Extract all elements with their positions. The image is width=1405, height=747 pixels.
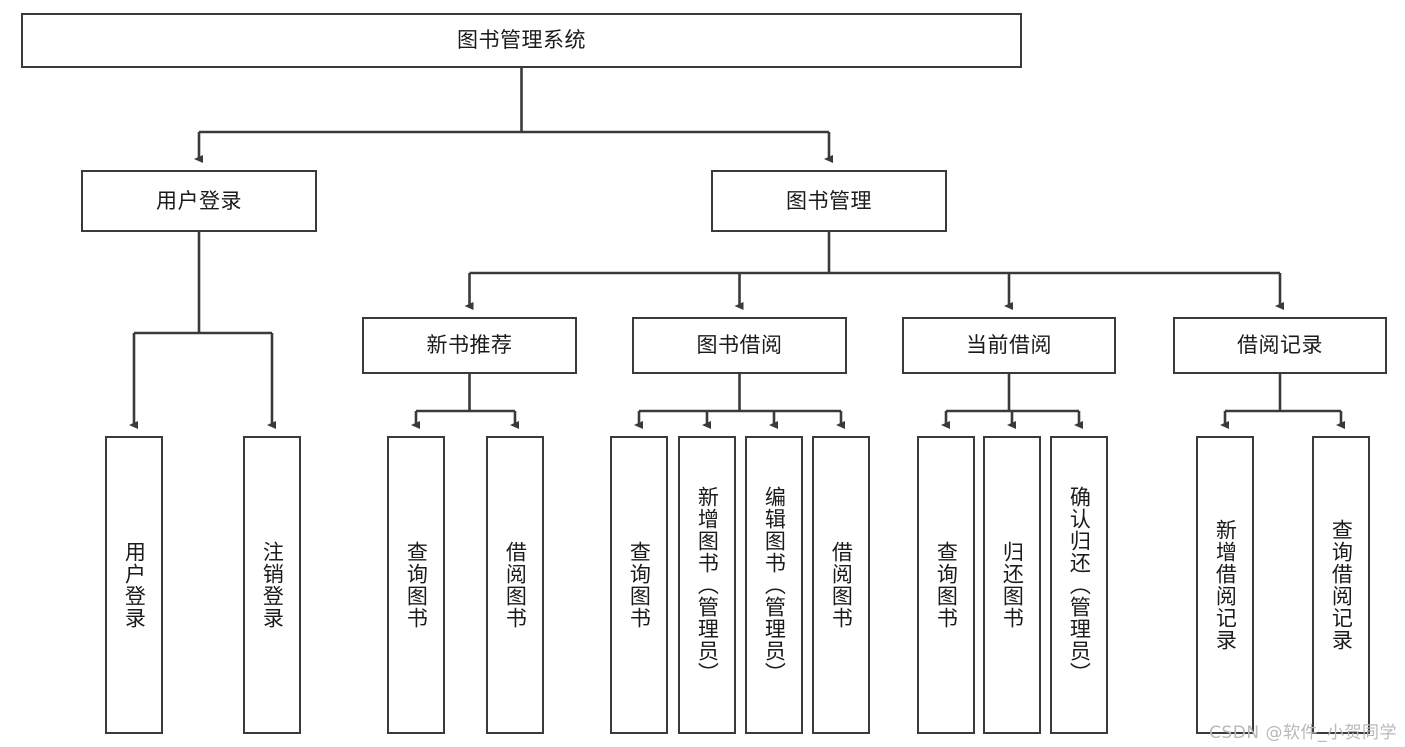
leaf-query-borrow-record[interactable]: 查询借阅记录 xyxy=(1312,436,1370,734)
node-label: 图书管理 xyxy=(786,188,872,213)
node-label: 当前借阅 xyxy=(966,333,1052,358)
node-book-management[interactable]: 图书管理 xyxy=(711,170,947,232)
node-root[interactable]: 图书管理系统 xyxy=(21,13,1022,68)
leaf-add-book-admin[interactable]: 新增图书（管理员） xyxy=(678,436,736,734)
leaf-edit-book-admin[interactable]: 编辑图书（管理员） xyxy=(745,436,803,734)
leaf-confirm-return-admin[interactable]: 确认归还（管理员） xyxy=(1050,436,1108,734)
leaf-query-book-borrow[interactable]: 查询图书 xyxy=(610,436,668,734)
leaf-query-book-current[interactable]: 查询图书 xyxy=(917,436,975,734)
leaf-user-login[interactable]: 用户登录 xyxy=(105,436,163,734)
leaf-borrow-book-rec[interactable]: 借阅图书 xyxy=(486,436,544,734)
leaf-add-borrow-record[interactable]: 新增借阅记录 xyxy=(1196,436,1254,734)
node-new-book-recommend[interactable]: 新书推荐 xyxy=(362,317,577,374)
node-user-login[interactable]: 用户登录 xyxy=(81,170,317,232)
node-label: 借阅图书 xyxy=(829,541,854,629)
node-label: 归还图书 xyxy=(1000,541,1025,629)
node-label: 借阅图书 xyxy=(503,541,528,629)
node-label: 新增图书（管理员） xyxy=(695,486,720,684)
node-label: 查询图书 xyxy=(627,541,652,629)
node-label: 新增借阅记录 xyxy=(1213,519,1238,651)
leaf-user-logout[interactable]: 注销登录 xyxy=(243,436,301,734)
node-label: 注销登录 xyxy=(260,541,285,629)
leaf-return-book[interactable]: 归还图书 xyxy=(983,436,1041,734)
leaf-borrow-book[interactable]: 借阅图书 xyxy=(812,436,870,734)
leaf-query-book-rec[interactable]: 查询图书 xyxy=(387,436,445,734)
node-label: 图书借阅 xyxy=(696,333,783,358)
node-label: 查询借阅记录 xyxy=(1329,519,1354,651)
node-borrow-record[interactable]: 借阅记录 xyxy=(1173,317,1387,374)
node-label: 查询图书 xyxy=(934,541,959,629)
node-label: 编辑图书（管理员） xyxy=(762,486,787,684)
node-label: 确认归还（管理员） xyxy=(1067,486,1092,684)
node-label: 新书推荐 xyxy=(426,333,513,358)
node-book-borrow[interactable]: 图书借阅 xyxy=(632,317,847,374)
watermark: CSDN @软件_小贺同学 xyxy=(1209,723,1397,743)
node-current-borrow[interactable]: 当前借阅 xyxy=(902,317,1116,374)
node-label: 用户登录 xyxy=(156,188,242,213)
node-label: 图书管理系统 xyxy=(457,28,586,53)
node-label: 用户登录 xyxy=(122,541,147,629)
node-label: 借阅记录 xyxy=(1237,333,1323,358)
node-label: 查询图书 xyxy=(404,541,429,629)
